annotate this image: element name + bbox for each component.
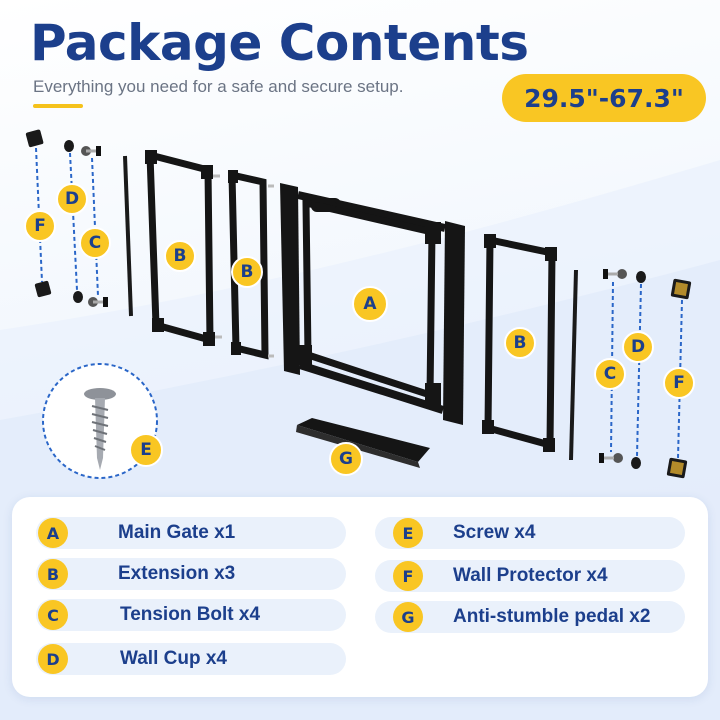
badge-d-left: D [56,183,88,215]
badge-f-right: F [663,367,695,399]
badge-b-right: B [504,327,536,359]
item-letter-badge: C [38,600,68,630]
item-letter-badge: E [393,518,423,548]
left-tension-bolt-bottom [88,297,108,307]
badge-f-left: F [24,210,56,242]
left-wall-cup-bottom [73,291,83,303]
left-tension-bolt-top [81,146,101,156]
right-wall-cup-bottom [631,457,641,469]
list-item-tension-bolt: C Tension Bolt x4 [36,599,346,631]
item-letter-badge: A [38,518,68,548]
right-wall-protector-top [670,278,692,300]
svg-text:A: A [363,294,377,314]
right-tension-bolt-bottom [599,453,623,463]
list-item-wall-protector: F Wall Protector x4 [375,560,685,592]
item-letter-badge: G [393,602,423,632]
item-text: Screw x4 [453,522,536,543]
svg-text:F: F [673,373,685,393]
left-wall-cup-top [64,140,74,152]
anti-stumble-pedal [296,418,430,468]
badge-d-right: D [622,331,654,363]
size-range-badge: 29.5"-67.3" [502,74,706,122]
main-gate [280,183,465,425]
badge-e: E [129,433,163,467]
item-letter-badge: D [38,644,68,674]
list-item-screw: E Screw x4 [375,517,685,549]
right-wall-cup-top [636,271,646,283]
svg-text:B: B [174,246,187,266]
contents-list-panel: A Main Gate x1 B Extension x3 C Tension … [12,497,708,697]
item-text: Extension x3 [118,563,236,584]
badge-b-left-small: B [231,256,263,288]
left-wall-protector-top [25,129,44,148]
svg-text:B: B [514,333,527,353]
badge-a: A [352,286,388,322]
list-item-anti-stumble-pedal: G Anti-stumble pedal x2 [375,601,685,633]
right-wall-protector-bottom [666,457,688,479]
list-item-extension: B Extension x3 [36,558,346,590]
item-letter-badge: F [393,561,423,591]
list-item-main-gate: A Main Gate x1 [36,517,346,549]
svg-text:F: F [34,216,46,236]
svg-text:D: D [631,337,645,357]
item-letter-badge: B [38,559,68,589]
badge-b-left-large: B [164,240,196,272]
svg-text:E: E [140,440,152,460]
extension-large-right [482,234,557,452]
extension-large-left [145,150,222,346]
item-text: Anti-stumble pedal x2 [453,606,651,627]
svg-text:D: D [65,189,79,209]
svg-text:C: C [89,233,101,253]
badge-c-right: C [594,358,626,390]
item-text: Wall Protector x4 [453,565,608,586]
extension-small-left [228,170,274,360]
item-text: Wall Cup x4 [120,648,227,669]
screw-illustration [42,363,158,479]
right-tension-bolt-top [603,269,627,279]
left-pressure-rod [123,155,133,317]
badge-c-left: C [79,227,111,259]
svg-text:B: B [241,262,254,282]
item-text: Main Gate x1 [118,522,236,543]
title-underline [33,104,83,108]
list-item-wall-cup: D Wall Cup x4 [36,643,346,675]
svg-text:C: C [604,364,616,384]
left-wall-protector-bottom [34,280,52,298]
page-subtitle: Everything you need for a safe and secur… [33,77,404,96]
svg-text:G: G [339,449,353,469]
right-pressure-rod [569,269,578,461]
item-text: Tension Bolt x4 [120,604,261,625]
page-title: Package Contents [30,14,529,72]
badge-g: G [329,442,363,476]
